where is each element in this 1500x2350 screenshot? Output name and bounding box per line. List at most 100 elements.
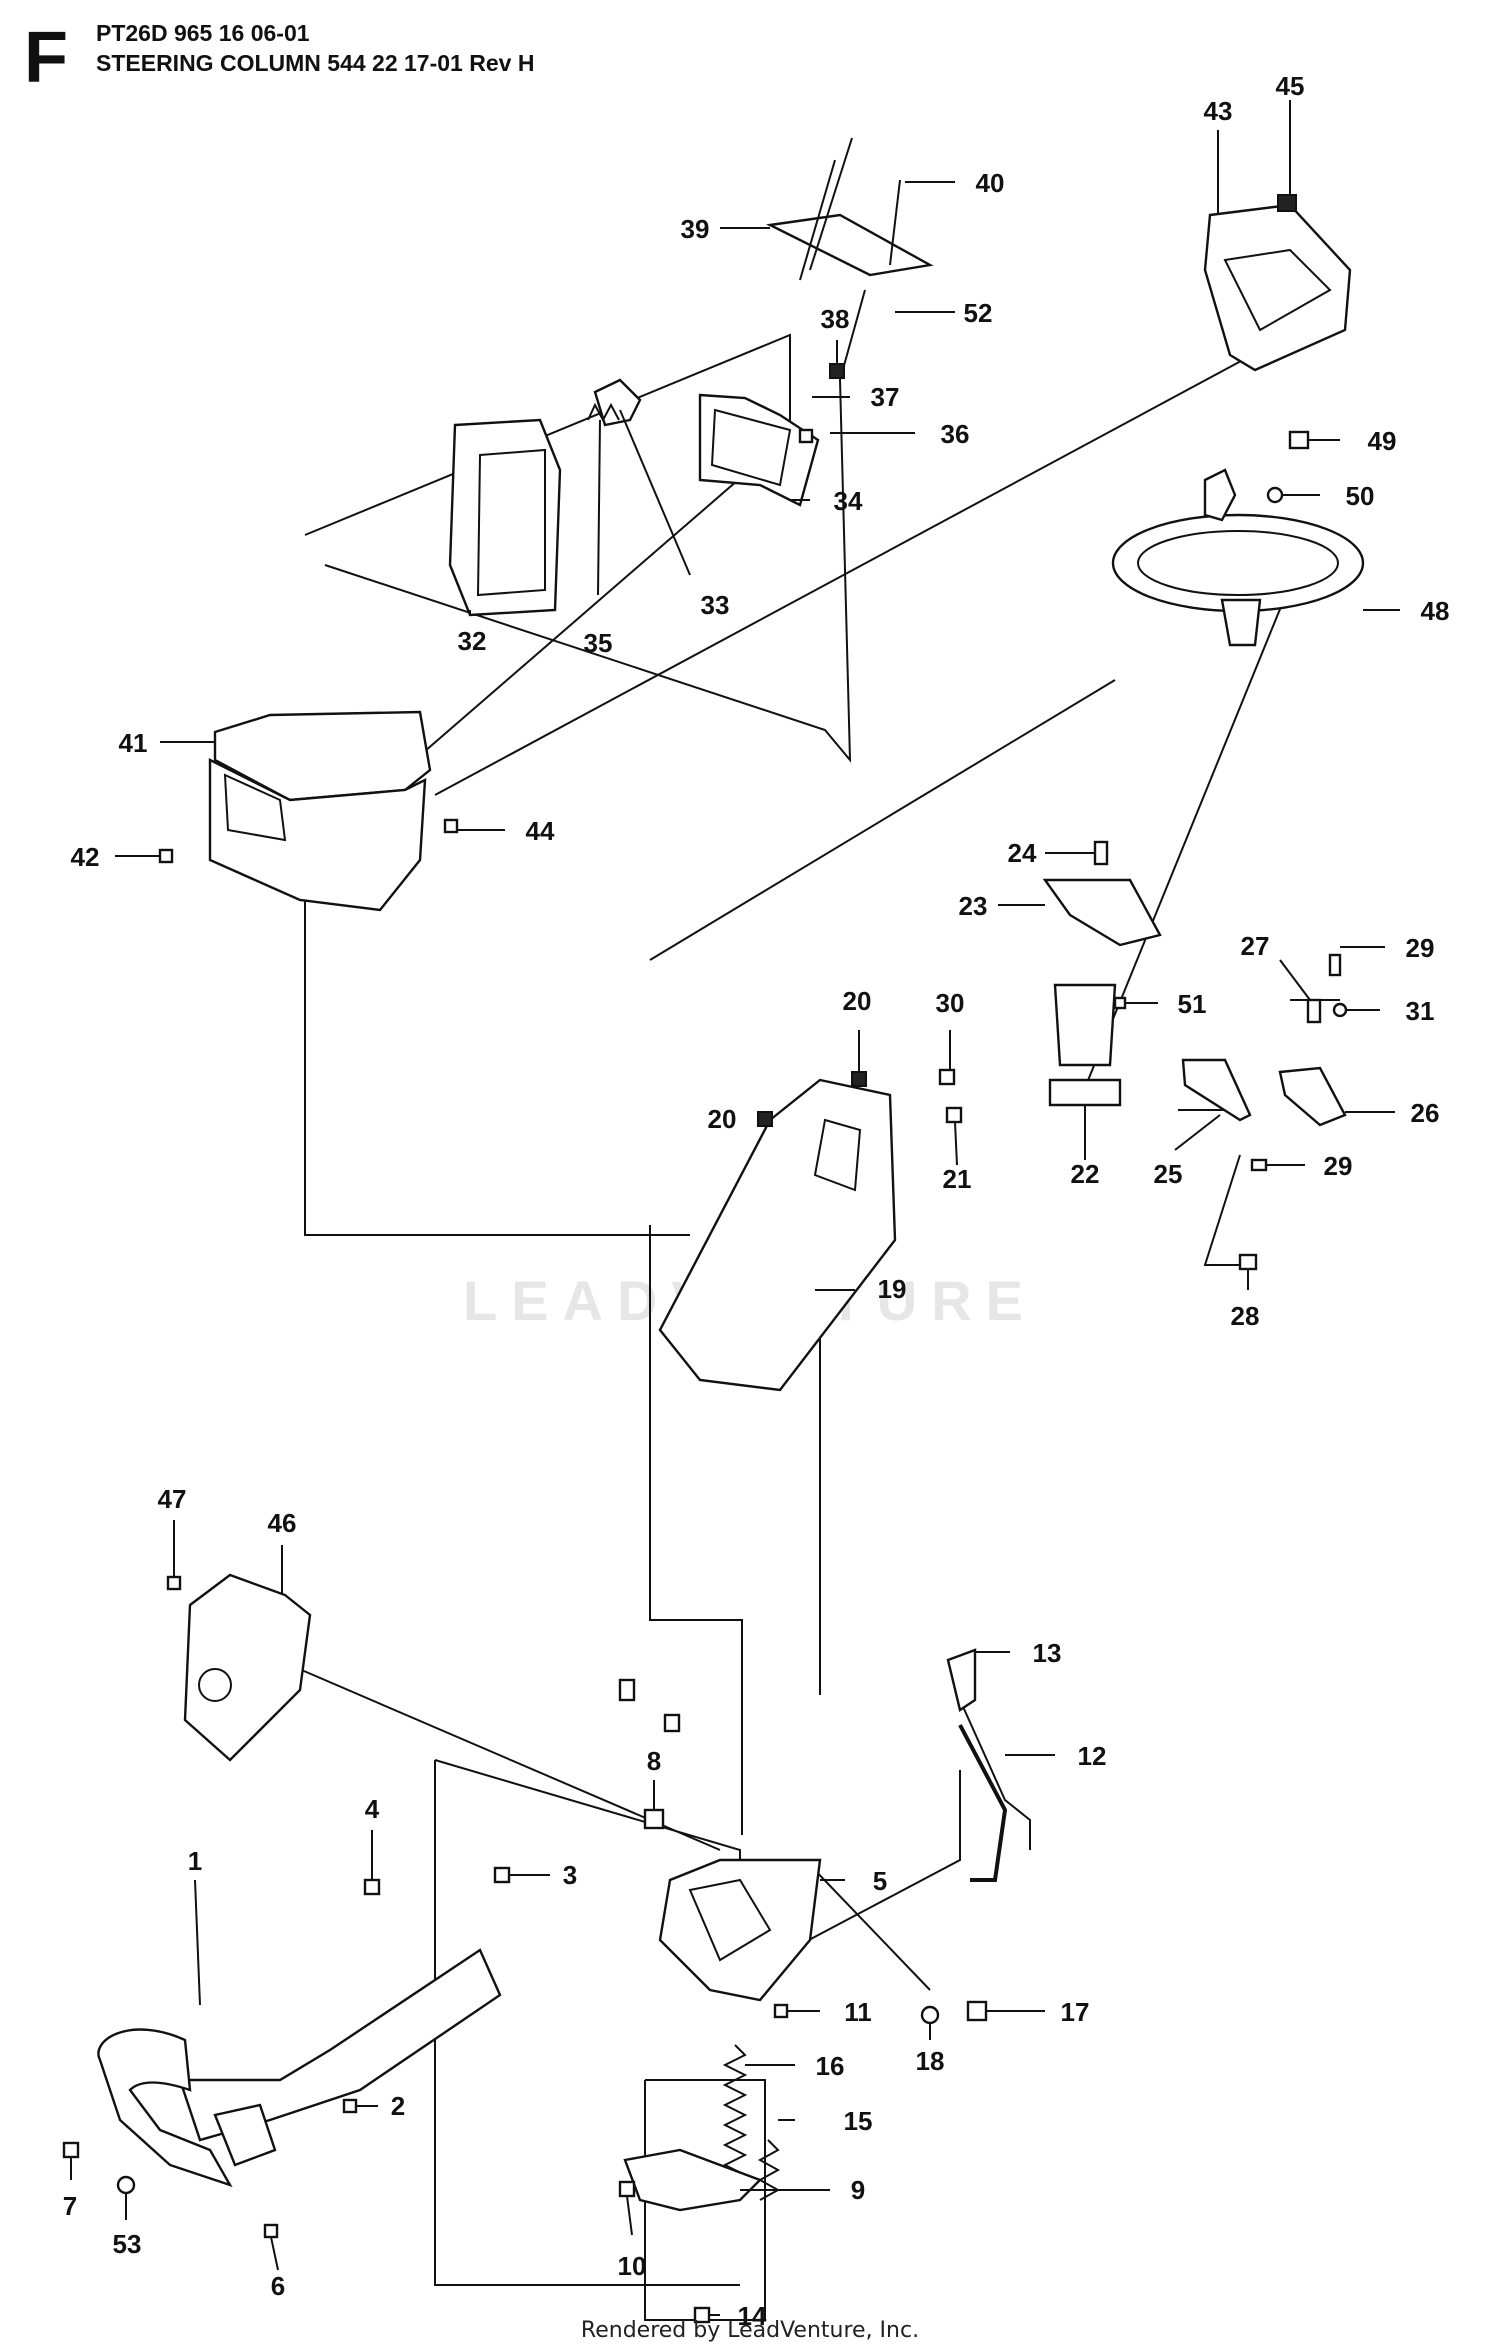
leader-33 [619,409,691,576]
guide-line-headlight-frame [304,333,791,1236]
guide-line-bracket [324,289,866,763]
headlight-lens [476,448,546,597]
screw-shaft-b [799,159,836,281]
callout-51: 51 [1178,989,1207,1019]
steering-wheel-hub [1220,598,1262,647]
callout-45: 45 [1276,71,1305,101]
dash-cover [1203,203,1352,372]
callout-46: 46 [268,1508,297,1538]
callout-18: 18 [916,2046,945,2076]
callout-12: 12 [1078,1741,1107,1771]
nut-21 [945,1106,963,1124]
callout-39: 39 [681,214,710,244]
callout-1: 1 [188,1846,202,1876]
callout-19: 19 [878,1274,907,1304]
callout-2: 2 [391,2091,405,2121]
leader-10 [626,2195,633,2236]
callout-29a: 29 [1406,933,1435,963]
steering-column-base [1048,1078,1122,1107]
callout-47: 47 [158,1484,187,1514]
callout-30: 30 [936,988,965,1018]
callout-37: 37 [871,382,900,412]
bolt-49-head [1288,430,1310,450]
callout-3: 3 [563,1860,577,1890]
callout-4: 4 [365,1794,380,1824]
bolt-44-head [443,818,459,834]
bolt-30-head [938,1068,956,1086]
pin-27 [1306,998,1322,1024]
front-dash-opening [223,773,287,842]
callout-24: 24 [1008,838,1037,868]
guide-line-spring-box [644,2079,766,2321]
callout-43: 43 [1204,96,1233,126]
callout-26: 26 [1411,1098,1440,1128]
shift-lever-rod [958,1724,1008,1882]
callout-17: 17 [1061,1997,1090,2027]
callout-49: 49 [1368,426,1397,456]
guide-line-pipe-bottom [434,1760,740,2286]
callout-25: 25 [1154,1159,1183,1189]
shift-lever-knob [946,1648,977,1712]
guide-line-lever [789,1770,961,1951]
bolt-28-head [1238,1253,1258,1271]
callout-38: 38 [821,304,850,334]
headlight-bracket-plate [766,213,934,277]
screw-47-head [166,1575,182,1591]
bolt-37-head [798,428,814,444]
callout-11: 11 [844,1997,872,2027]
leader-6 [270,2236,279,2271]
callout-52: 52 [964,298,993,328]
bolt-6-head [263,2223,279,2239]
column-support-slot [813,1118,862,1192]
callout-44: 44 [526,816,555,846]
headlight-holder-window [710,408,792,487]
bolt-17-head [966,2000,988,2022]
guide-line-bolt-17 [809,1864,931,1991]
nut-7 [62,2141,80,2159]
callout-40: 40 [976,168,1005,198]
callout-36: 36 [941,419,970,449]
nut-31 [1332,1002,1348,1018]
callout-labels: 1 2 3 4 5 6 7 8 9 10 [63,71,1450,2331]
pin-29b [1250,1158,1268,1172]
callout-23: 23 [959,891,988,921]
spring-plate [623,2148,763,2212]
rear-cover-logo [198,1668,232,1702]
column-base [658,1858,822,2002]
washer-18 [920,2005,940,2025]
column-base-opening [688,1878,772,1962]
callout-22: 22 [1071,1159,1100,1189]
guide-line-dash-top [434,304,1346,796]
steering-bracket [1042,878,1162,947]
bolt-24 [1093,840,1109,866]
callout-48: 48 [1421,596,1450,626]
callout-6: 6 [271,2271,285,2301]
nut-4 [363,1878,381,1896]
bolt-2-head [342,2098,358,2114]
callout-34: 34 [834,486,863,516]
callout-35: 35 [584,628,613,658]
clip-38 [829,363,845,379]
guide-line-bolt-28 [1203,1154,1241,1266]
front-dash-body [208,758,427,912]
callout-33: 33 [701,590,730,620]
nut-11 [773,2003,789,2019]
clip-45 [1277,194,1297,212]
steering-wheel-rim [1111,513,1365,613]
callout-16: 16 [816,2051,845,2081]
callout-28: 28 [1231,1301,1260,1331]
leader-1 [194,1879,201,2006]
bolt-3-head [493,1866,511,1884]
steering-wheel-inner [1137,530,1339,596]
callout-5: 5 [873,1866,887,1896]
callout-8: 8 [647,1746,661,1776]
leader-35 [597,419,601,596]
screw-shaft-40 [889,179,901,266]
dash-cover-recess [1223,248,1332,332]
callout-15: 15 [844,2106,873,2136]
pipe-flange [213,2103,277,2167]
steering-column [1053,983,1117,1067]
callout-20b: 20 [708,1104,737,1134]
pipe-bend [97,2028,233,2188]
pin-51 [1113,996,1127,1010]
